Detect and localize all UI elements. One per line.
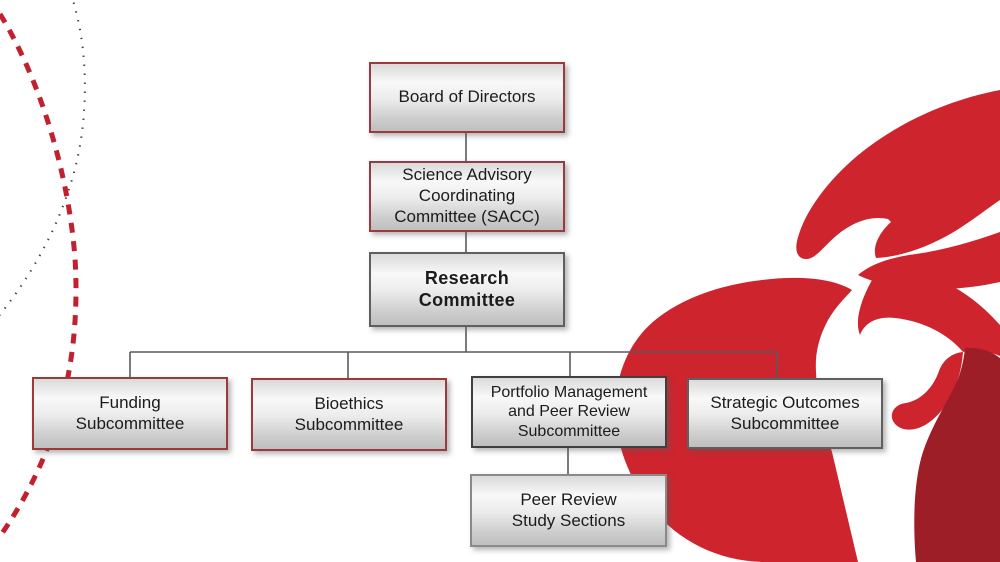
node-funding-subcommittee: Funding Subcommittee bbox=[32, 377, 228, 450]
node-board-label: Board of Directors bbox=[398, 87, 536, 107]
node-science-advisory-coordinating-committee: Science Advisory Coordinating Committee … bbox=[369, 161, 565, 232]
node-bioethics-subcommittee: Bioethics Subcommittee bbox=[251, 378, 447, 451]
black-dotted-arc bbox=[0, 0, 86, 317]
node-strategic-label: Strategic Outcomes Subcommittee bbox=[710, 392, 860, 433]
node-bioethics-label: Bioethics Subcommittee bbox=[294, 393, 404, 434]
node-portfolio-management-subcommittee: Portfolio Management and Peer Review Sub… bbox=[471, 376, 667, 448]
node-strategic-outcomes-subcommittee: Strategic Outcomes Subcommittee bbox=[687, 378, 883, 449]
red-dashed-arc bbox=[0, 12, 79, 541]
heart-right-lobe bbox=[857, 272, 1000, 356]
connector-lines bbox=[129, 129, 778, 474]
node-sacc-label: Science Advisory Coordinating Committee … bbox=[394, 165, 540, 226]
heart-shadow bbox=[914, 347, 1000, 562]
flame-lower-tongue bbox=[858, 232, 1000, 290]
node-research-committee: Research Committee bbox=[369, 252, 565, 327]
heart-torch-logo bbox=[615, 90, 1000, 562]
flame bbox=[796, 90, 1000, 260]
heart-curl bbox=[891, 352, 963, 430]
node-peer-review-label: Peer Review Study Sections bbox=[511, 489, 626, 530]
node-research-label: Research Committee bbox=[418, 267, 516, 310]
node-portfolio-label: Portfolio Management and Peer Review Sub… bbox=[490, 383, 648, 440]
node-funding-label: Funding Subcommittee bbox=[75, 392, 185, 433]
node-peer-review-study-sections: Peer Review Study Sections bbox=[470, 474, 667, 547]
node-board-of-directors: Board of Directors bbox=[369, 62, 565, 133]
